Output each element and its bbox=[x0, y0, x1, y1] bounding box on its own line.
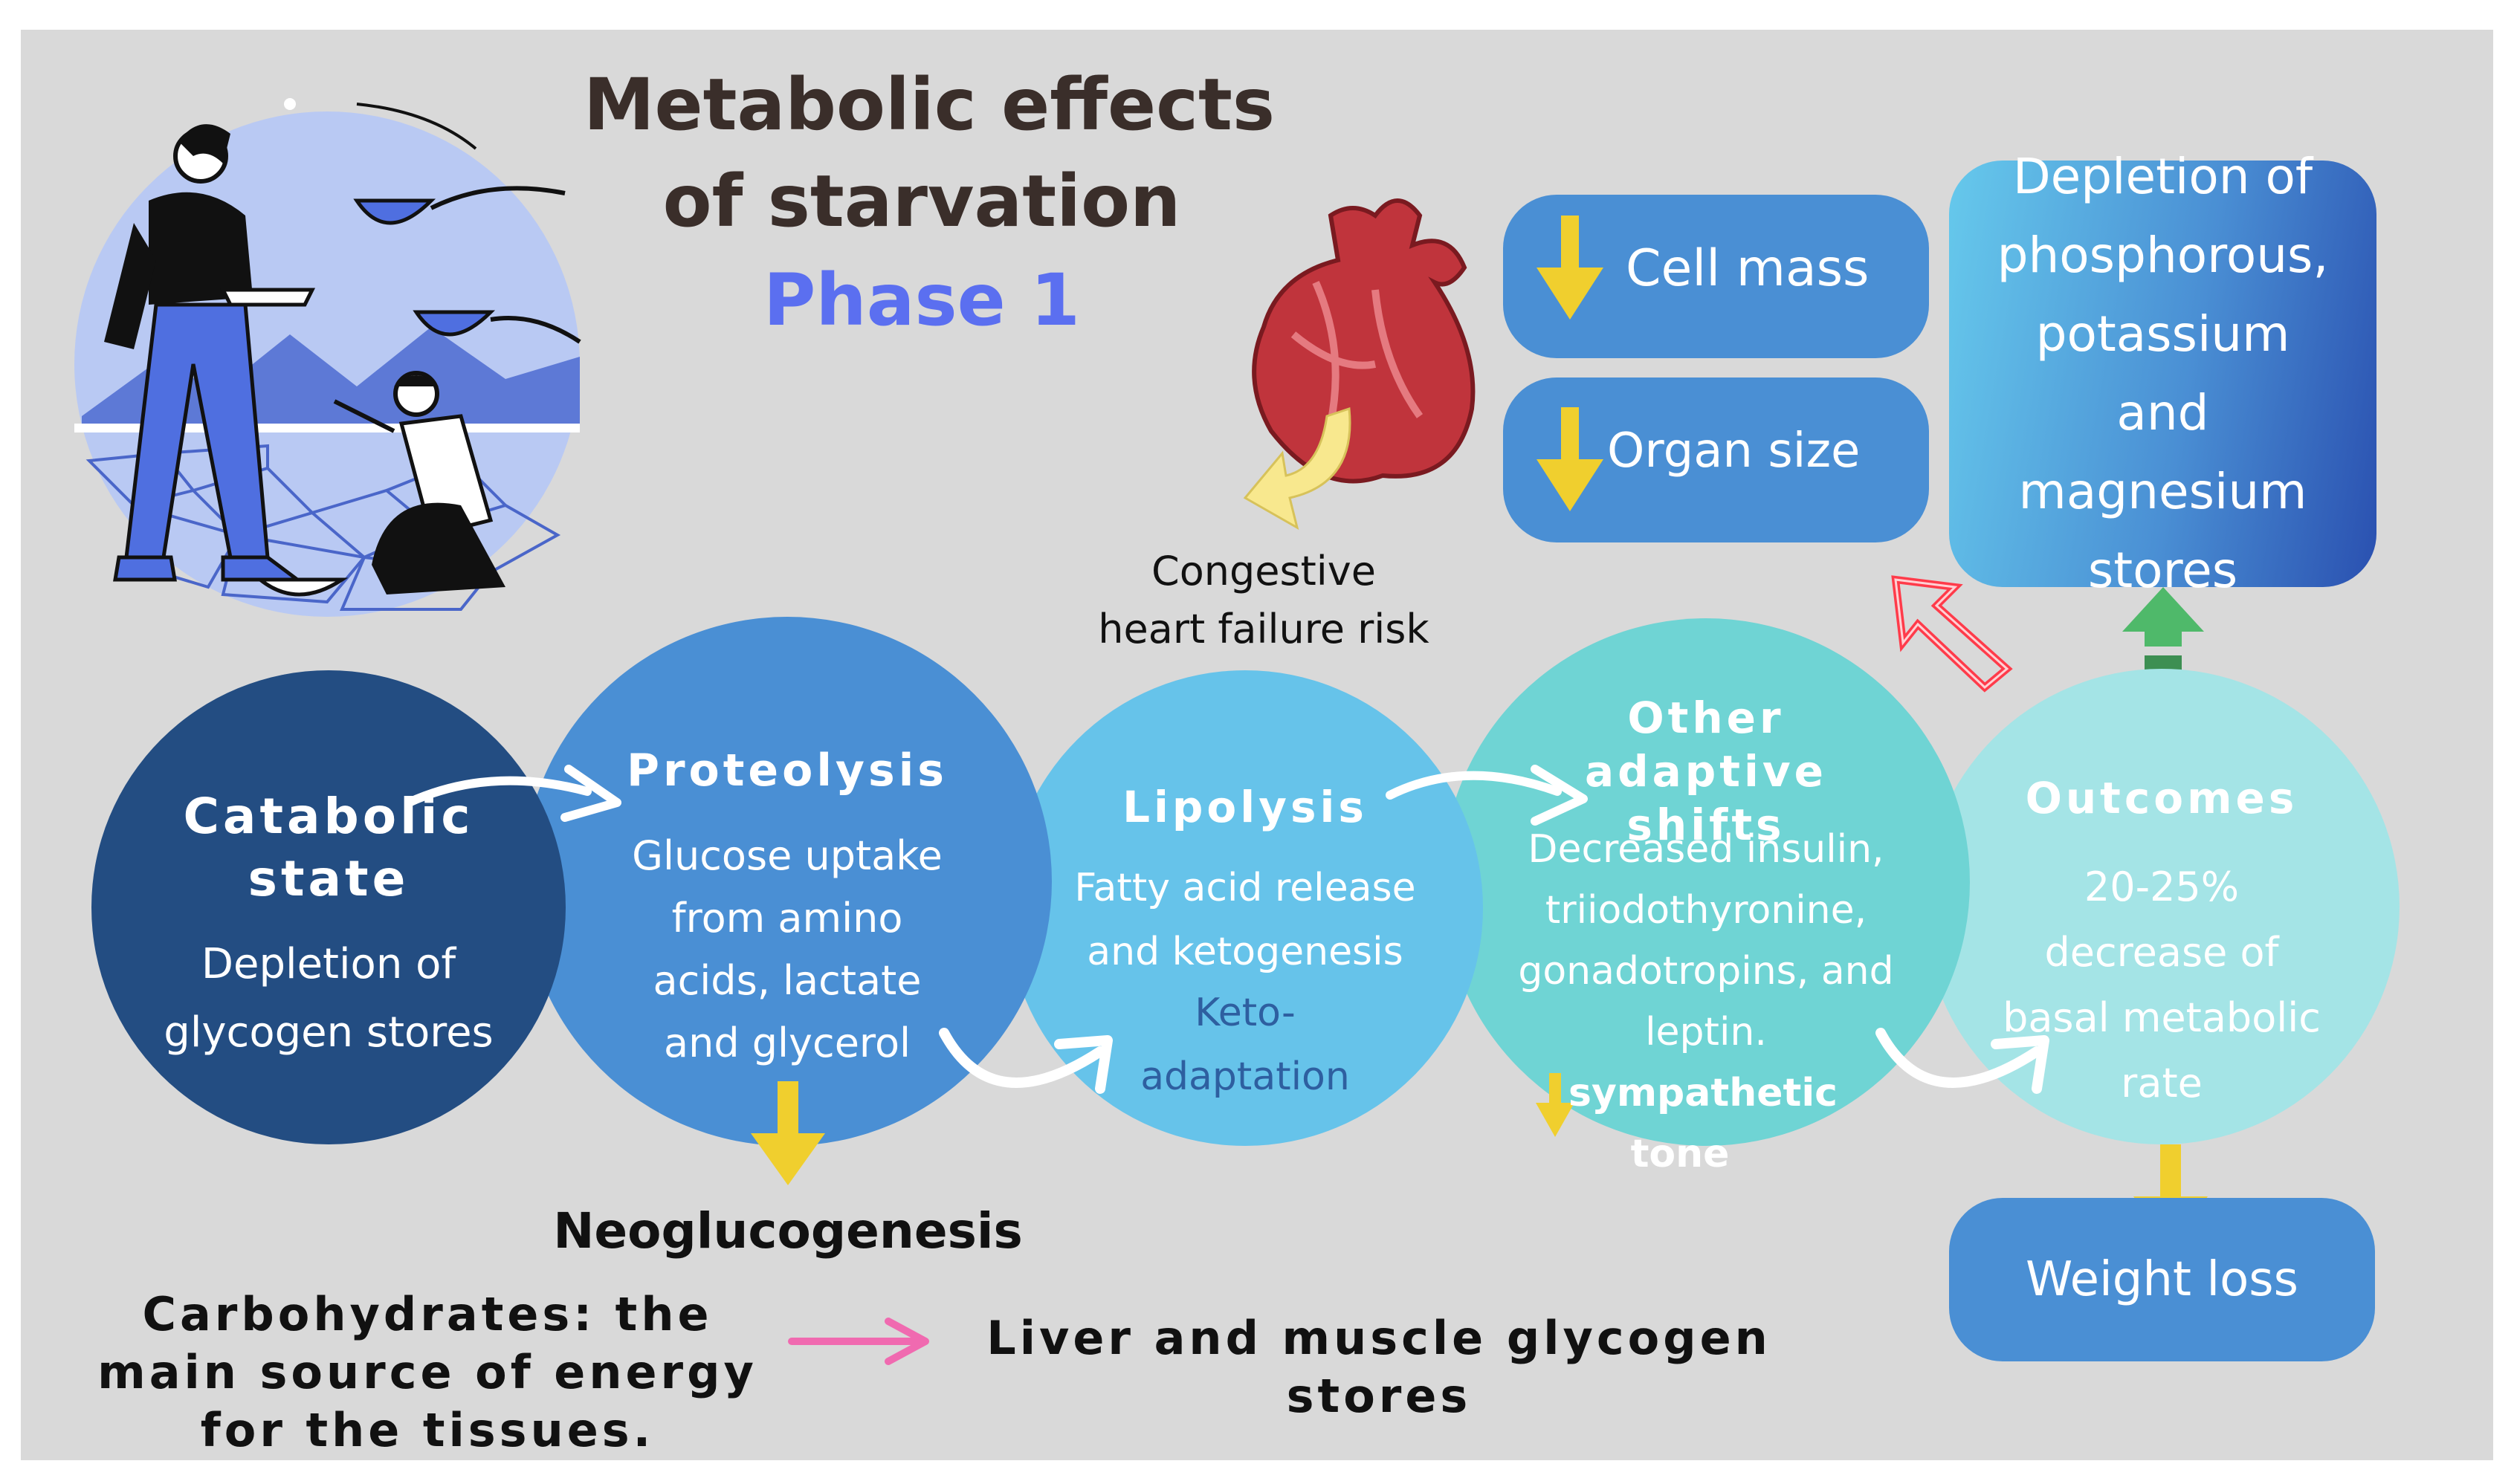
depletion-box: Depletion of phosphorous, potassium and … bbox=[1949, 148, 2376, 599]
cell-mass-label: Cell mass bbox=[1626, 239, 1870, 298]
down-arrow-icon bbox=[1536, 216, 1603, 320]
adaptive-heading: Other adaptive shifts bbox=[1584, 693, 1828, 850]
starvation-illustration bbox=[74, 98, 581, 617]
glycogen-label: Liver and muscle glycogen stores bbox=[986, 1311, 1771, 1423]
curved-yellow-arrow bbox=[1243, 406, 1351, 531]
down-arrow-icon bbox=[1536, 1073, 1574, 1137]
up-left-arrow-icon bbox=[1891, 575, 2013, 693]
heart-icon bbox=[1252, 198, 1476, 484]
organ-size-label: Organ size bbox=[1607, 424, 1861, 479]
chf-label: Congestive heart failure risk bbox=[1098, 548, 1429, 652]
neoglucogenesis-label: Neoglucogenesis bbox=[553, 1202, 1023, 1260]
down-arrow-icon bbox=[751, 1081, 825, 1185]
lipolysis-circle: Lipolysis Fatty acid release and ketogen… bbox=[1007, 670, 1483, 1146]
adaptive-body: Decreased insulin, triiodothyronine, gon… bbox=[1518, 827, 1894, 1054]
pink-arrow-icon bbox=[788, 1318, 929, 1365]
phase-label: Phase 1 bbox=[763, 259, 1080, 342]
catabolic-body: Depletion of glycogen stores bbox=[164, 940, 494, 1057]
curved-arrow-icon bbox=[1386, 765, 1588, 826]
proteolysis-body: Glucose uptake from amino acids, lactate… bbox=[632, 832, 943, 1066]
cell-mass-box: Cell mass bbox=[1503, 195, 1929, 358]
depletion-label: Depletion of phosphorous, potassium and … bbox=[1997, 148, 2329, 599]
weight-loss-box: Weight loss bbox=[1949, 1198, 2375, 1361]
catabolic-circle: Catabolic state Depletion of glycogen st… bbox=[91, 670, 566, 1144]
curved-arrow-icon bbox=[404, 765, 621, 822]
adaptive-extra: sympathetic tone bbox=[1568, 1071, 1838, 1176]
organ-size-box: Organ size bbox=[1503, 378, 1929, 542]
lipolysis-extra: Keto-adaptation bbox=[1140, 991, 1350, 1099]
lipolysis-body: Fatty acid release and ketogenesis bbox=[1074, 866, 1416, 974]
adaptive-circle: Other adaptive shifts Decreased insulin,… bbox=[1442, 618, 1970, 1176]
outcomes-body: 20-25% decrease of basal metabolic rate bbox=[2003, 863, 2321, 1106]
title-line2: of starvation bbox=[662, 160, 1181, 243]
proteolysis-heading: Proteolysis bbox=[626, 745, 949, 797]
carbohydrates-label: Carbohydrates: the main source of energy… bbox=[97, 1287, 757, 1457]
curved-arrow-icon bbox=[939, 1028, 1113, 1094]
title-line1: Metabolic effects bbox=[583, 63, 1276, 146]
curved-arrow-icon bbox=[1875, 1028, 2049, 1094]
lipolysis-heading: Lipolysis bbox=[1122, 782, 1368, 832]
weight-loss-label: Weight loss bbox=[2026, 1252, 2298, 1307]
down-arrow-icon bbox=[1536, 407, 1603, 511]
outcomes-heading: Outcomes bbox=[2025, 773, 2298, 823]
